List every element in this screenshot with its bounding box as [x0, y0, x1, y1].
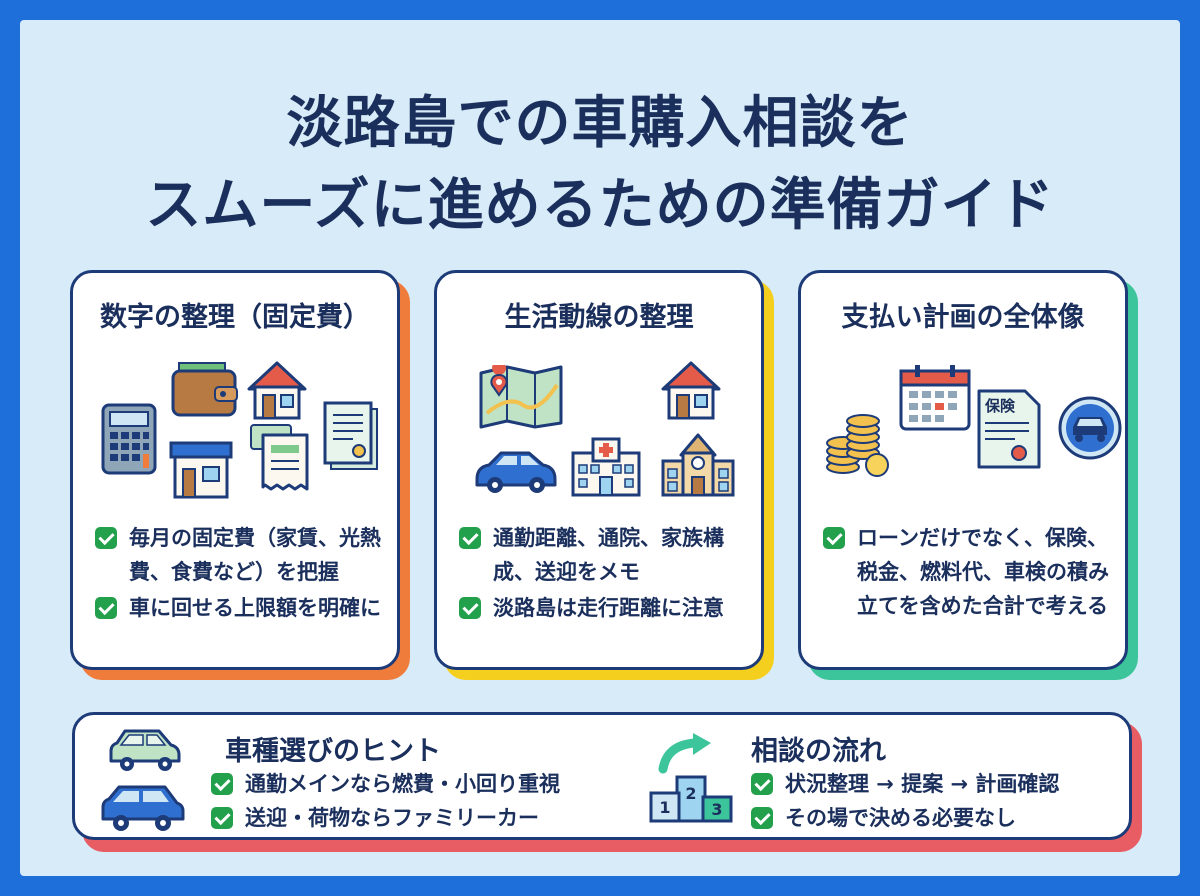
page-title-line1: 淡路島での車購入相談を [286, 91, 914, 156]
check-item: 通勤メインなら燃費・小回り重視 [211, 767, 560, 801]
card-icons [87, 361, 383, 501]
check-item: 毎月の固定費（家賃、光熱費、食費など）を把握 [95, 521, 383, 589]
guide-frame: 淡路島での車購入相談を スムーズに進めるための準備ガイド 数字の整理（固定費） [20, 20, 1180, 876]
card-title: 数字の整理（固定費） [100, 302, 370, 333]
card-checklist: 通勤距離、通院、家族構成、送迎をメモ 淡路島は走行距離に注意 [459, 521, 747, 627]
checkbox-icon [459, 527, 481, 549]
check-item: 通勤距離、通院、家族構成、送迎をメモ [459, 521, 747, 589]
bottom-panel: 車種選びのヒント 通勤メインなら燃費・小回り重視 送迎・荷物ならファミリーカー … [72, 712, 1132, 840]
check-item: ローンだけでなく、保険、税金、燃料代、車検の積み立てを含めた合計で考える [823, 521, 1111, 623]
car-icon [475, 451, 557, 493]
wallet-icon [171, 362, 238, 417]
checkbox-icon [211, 773, 233, 795]
card-checklist: ローンだけでなく、保険、税金、燃料代、車検の積み立てを含めた合計で考える [823, 521, 1111, 625]
checkbox-icon [95, 527, 117, 549]
check-item: 送迎・荷物ならファミリーカー [211, 801, 560, 835]
check-item: その場で決める必要なし [751, 801, 1059, 835]
checkbox-icon [751, 773, 773, 795]
flow-checklist: 状況整理 → 提案 → 計画確認 その場で決める必要なし [751, 767, 1059, 835]
checkbox-icon [459, 597, 481, 619]
house-icon [661, 361, 721, 420]
flow-title: 相談の流れ [751, 736, 886, 767]
podium-label-2: 2 [685, 784, 696, 803]
checkbox-icon [751, 807, 773, 829]
receipt-icon [250, 424, 309, 491]
map-icon [479, 365, 563, 429]
card-icons [451, 361, 747, 501]
insurance-document-icon: 保険 [977, 389, 1041, 469]
check-item: 車に回せる上限額を明確に [95, 591, 383, 625]
document-icon [323, 401, 378, 470]
card-checklist: 毎月の固定費（家賃、光熱費、食費など）を把握 車に回せる上限額を明確に [95, 521, 383, 627]
coins-icon [826, 414, 889, 477]
calculator-icon [101, 403, 157, 475]
page-title-line2: スムーズに進めるための準備ガイド [145, 173, 1055, 238]
card-fixed-costs: 数字の整理（固定費） [70, 270, 410, 680]
checkbox-icon [823, 527, 845, 549]
card-title: 生活動線の整理 [504, 302, 694, 333]
card-title: 支払い計画の全体像 [841, 302, 1085, 333]
shop-icon [169, 441, 233, 499]
card-payment-plan: 支払い計画の全体像 [798, 270, 1138, 680]
hospital-icon [571, 437, 641, 497]
school-icon [661, 433, 735, 497]
house-icon [247, 361, 307, 420]
podium-label-3: 3 [711, 800, 722, 819]
check-item: 状況整理 → 提案 → 計画確認 [751, 767, 1059, 801]
checkbox-icon [211, 807, 233, 829]
hint-title: 車種選びのヒント [225, 736, 441, 767]
family-car-icon [101, 785, 185, 831]
insurance-label: 保険 [984, 397, 1016, 415]
calendar-icon [899, 365, 971, 431]
car-badge-icon [1058, 396, 1122, 460]
podium-label-1: 1 [659, 798, 670, 817]
card-daily-routes: 生活動線の整理 [434, 270, 774, 680]
card-icons: 保険 [815, 361, 1122, 501]
compact-car-icon [109, 729, 181, 771]
hint-checklist: 通勤メインなら燃費・小回り重視 送迎・荷物ならファミリーカー [211, 767, 560, 835]
checkbox-icon [95, 597, 117, 619]
podium-arrow-icon: 2 1 3 [649, 733, 733, 823]
check-item: 淡路島は走行距離に注意 [459, 591, 747, 625]
